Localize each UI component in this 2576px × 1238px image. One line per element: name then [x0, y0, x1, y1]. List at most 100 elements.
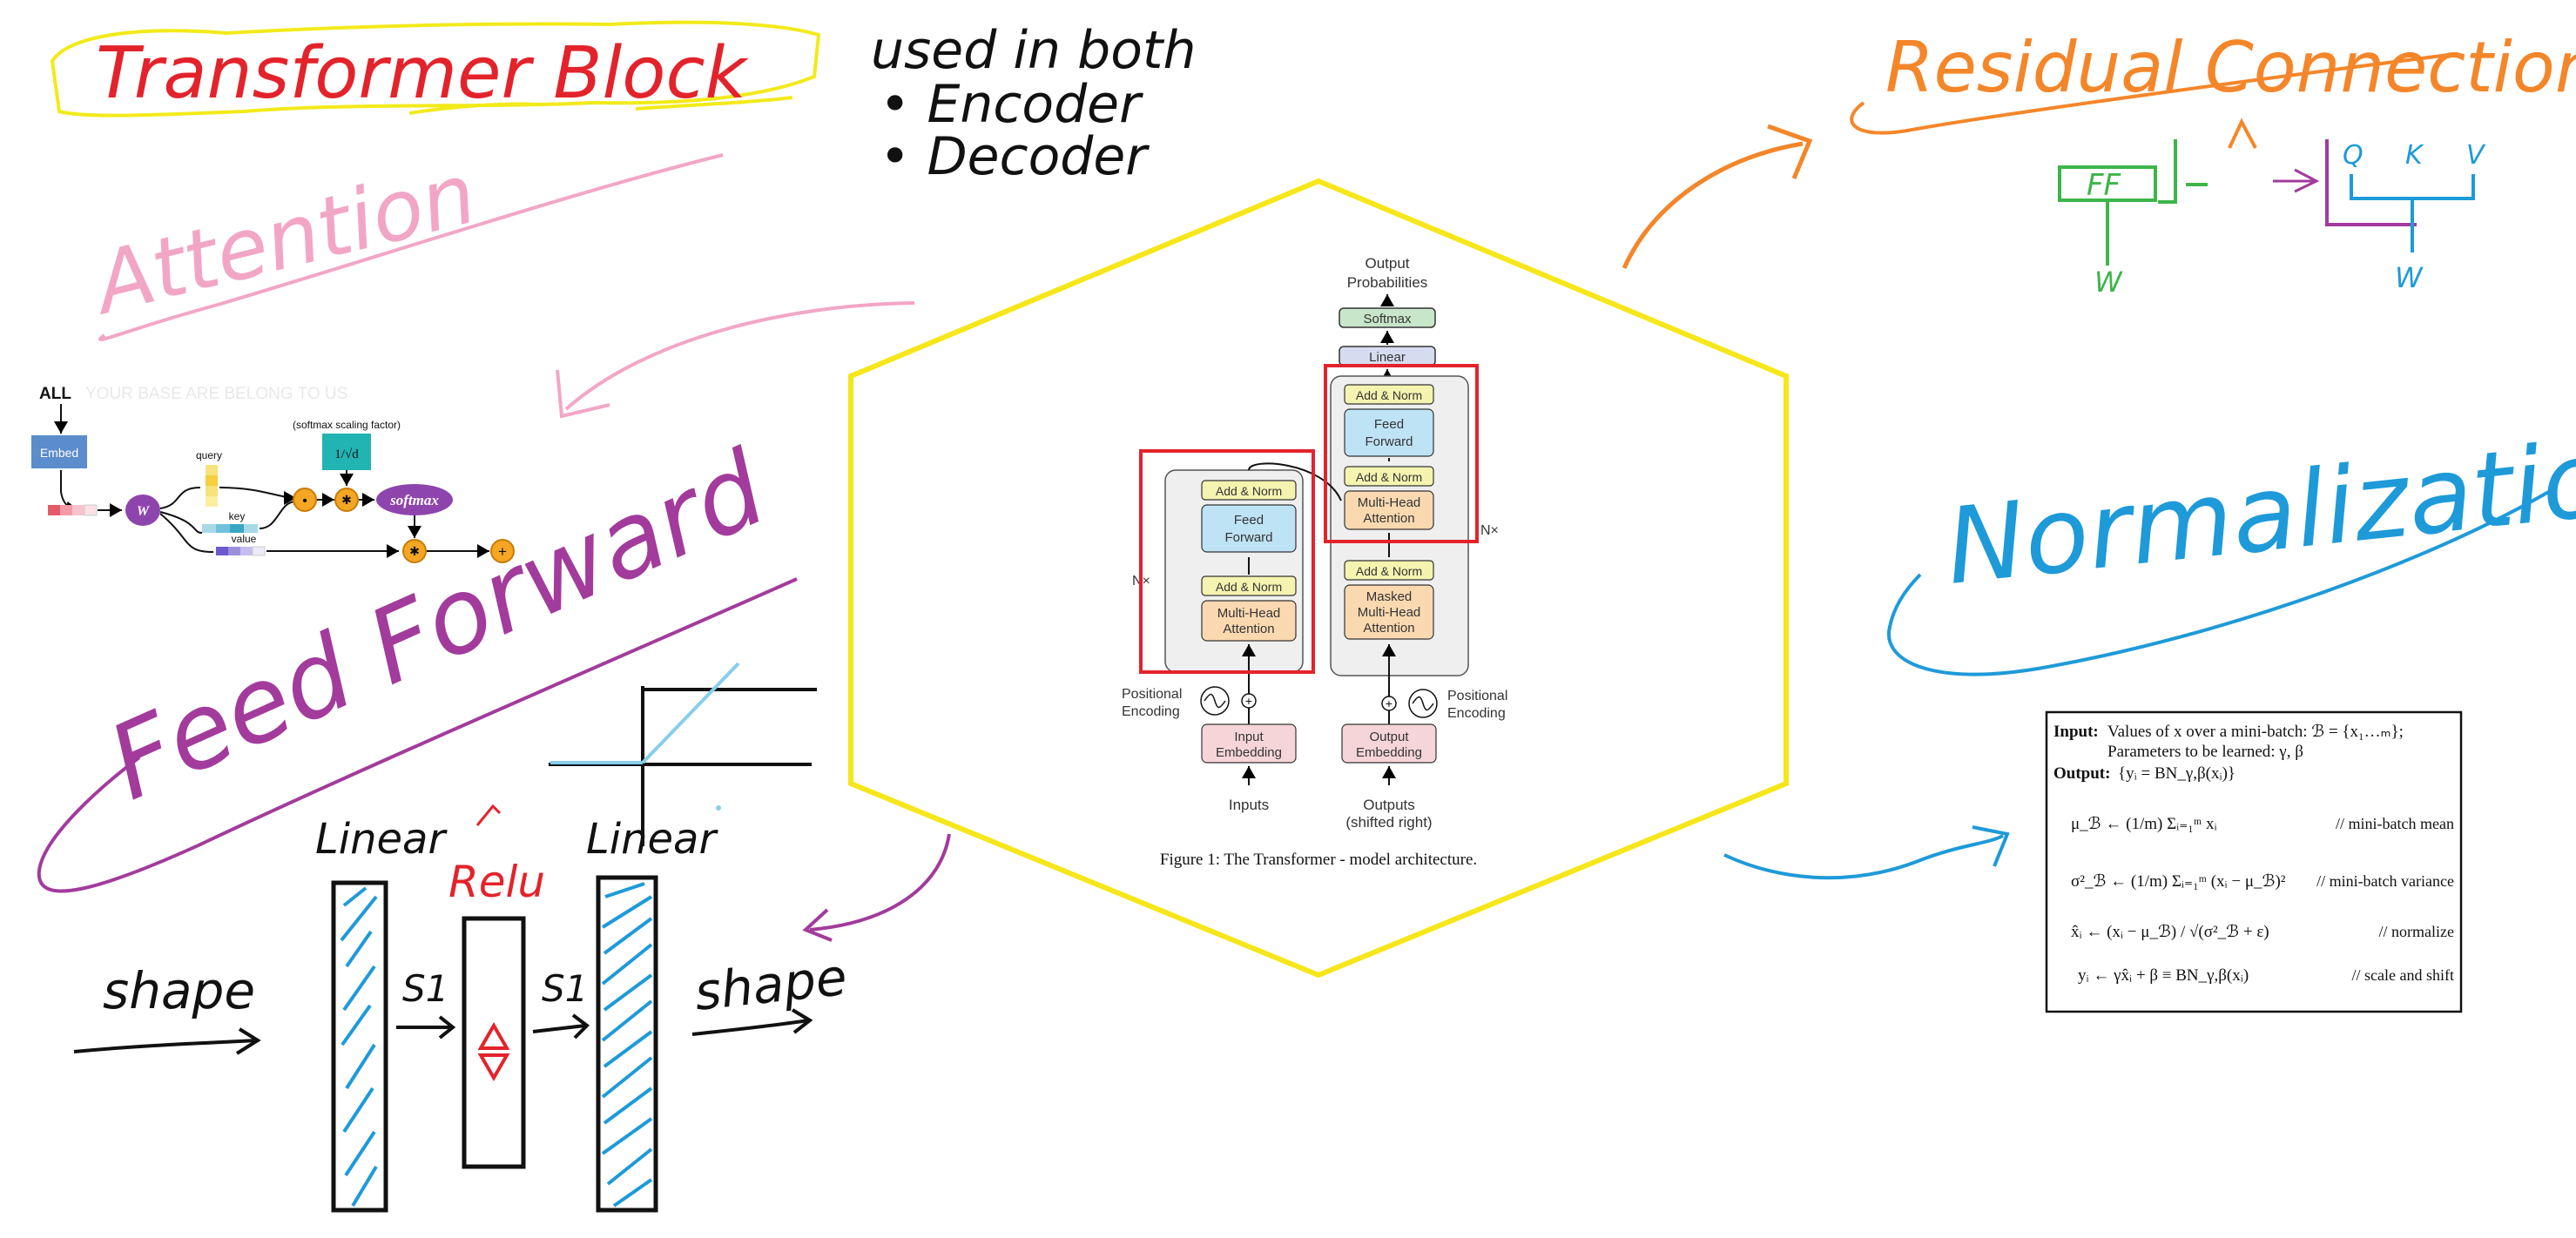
svg-text:Add & Norm: Add & Norm [1356, 564, 1422, 578]
residual-text: Residual Connection [1885, 27, 2576, 108]
encoder-highlight [1139, 449, 1315, 674]
svg-text:// scale and shift: // scale and shift [2352, 966, 2454, 984]
title-highlight [50, 20, 821, 118]
feed-forward-swoosh [37, 577, 798, 893]
svg-text:Inputs: Inputs [1229, 797, 1269, 813]
s1-right-arrow [532, 1024, 586, 1033]
svg-text:Encoding: Encoding [1122, 704, 1180, 719]
shape-right-label: shape [691, 947, 849, 1022]
svg-text:Output: Output [1365, 255, 1409, 272]
svg-text:W: W [2094, 266, 2123, 299]
svg-text:Attention: Attention [1223, 622, 1274, 636]
attention-text: Attention [81, 145, 485, 334]
blue-arrow [1723, 825, 2010, 880]
shape-left-label: shape [103, 961, 255, 1020]
svg-text:Add & Norm: Add & Norm [1216, 580, 1282, 594]
residual-ff-sketch: FF W [2058, 139, 2208, 299]
embed-box [31, 435, 87, 468]
shape-right-arrow [691, 1019, 809, 1036]
decoder-highlight [1324, 364, 1479, 543]
svg-text:Add & Norm: Add & Norm [1356, 388, 1422, 402]
attention-underline [98, 153, 724, 342]
svg-text:// mini-batch mean: // mini-batch mean [2336, 815, 2454, 832]
shape-left-arrow [73, 1039, 258, 1053]
encoder-bullet: • Encoder [880, 74, 1143, 135]
svg-text:Outputs: Outputs [1363, 797, 1415, 813]
svg-text:x̂ᵢ ← (xᵢ − μ_ℬ) / √(σ²_ℬ + ε): x̂ᵢ ← (xᵢ − μ_ℬ) / √(σ²_ℬ + ε) [2071, 923, 2269, 941]
dot-node [293, 488, 317, 512]
svg-text:+: + [1386, 696, 1393, 710]
decoder-bullet: • Decoder [880, 126, 1150, 187]
svg-text:σ²_ℬ ← (1/m) Σᵢ₌₁ᵐ (xᵢ − μ_ℬ)²: σ²_ℬ ← (1/m) Σᵢ₌₁ᵐ (xᵢ − μ_ℬ)² [2071, 872, 2286, 891]
residual-underline [1850, 52, 2457, 135]
svg-text:Embedding: Embedding [1356, 745, 1422, 760]
sqrt-box [322, 434, 371, 470]
svg-text:Multi-Head: Multi-Head [1217, 606, 1281, 621]
title-text: Transformer Block [96, 32, 750, 115]
linear-right-box [596, 875, 658, 1213]
svg-text:Softmax: Softmax [1363, 312, 1412, 326]
svg-text:V: V [2466, 140, 2486, 171]
svg-text:FF: FF [2087, 168, 2121, 203]
s1-left-label: S1 [402, 967, 448, 1010]
pink-arrow [556, 301, 915, 419]
embed-label: Embed [40, 446, 78, 460]
svg-text:(shifted right): (shifted right) [1345, 814, 1432, 831]
svg-text:W: W [2395, 261, 2424, 294]
svg-text:Feed: Feed [1234, 513, 1264, 528]
svg-text:μ_ℬ ← (1/m) Σᵢ₌₁ᵐ xᵢ: μ_ℬ ← (1/m) Σᵢ₌₁ᵐ xᵢ [2071, 815, 2217, 833]
svg-text:softmax: softmax [389, 492, 439, 508]
svg-text:// mini-batch variance: // mini-batch variance [2316, 872, 2454, 890]
svg-text:// normalize: // normalize [2379, 923, 2454, 940]
multiply-node-2 [402, 539, 427, 563]
svg-text:Embedding: Embedding [1216, 745, 1282, 760]
figure-caption: Figure 1: The Transformer - model archit… [1160, 851, 1477, 869]
red-tick [475, 804, 502, 826]
residual-qkv-sketch: Q K V W [2273, 139, 2486, 294]
svg-text:✱: ✱ [341, 493, 352, 507]
yellow-hexagon [848, 178, 1789, 979]
svg-text:Forward: Forward [1224, 530, 1272, 545]
svg-text:Forward: Forward [1365, 434, 1413, 449]
svg-text:Probabilities: Probabilities [1347, 274, 1428, 291]
attention-diagram: ALL YOUR BASE ARE BELONG TO US Embed W q… [31, 385, 515, 563]
svg-text:Positional: Positional [1122, 687, 1182, 702]
svg-text:Attention: Attention [1363, 621, 1414, 636]
key-label: key [229, 510, 246, 522]
svg-text:Multi-Head: Multi-Head [1358, 605, 1421, 620]
used-in-both-text: used in both [871, 20, 1196, 81]
svg-text:✱: ✱ [409, 544, 420, 558]
encoder-stack [1164, 469, 1304, 673]
svg-text:Attention: Attention [1363, 511, 1414, 526]
relu-label: Relu [448, 857, 545, 907]
svg-text:Output: Output [1369, 730, 1409, 744]
normalization-swoosh [1886, 486, 2558, 676]
svg-text:•: • [302, 494, 307, 508]
svg-text:K: K [2405, 140, 2424, 171]
output-embedding-box [1341, 723, 1437, 764]
decoder-nx-label: N× [1480, 523, 1499, 538]
relu-box [462, 916, 526, 1169]
transformer-figure: Output Probabilities Softmax Linear Add … [1122, 255, 1507, 869]
normalization-text: Normalization [1941, 412, 2576, 609]
svg-text:Parameters to be learned: γ, β: Parameters to be learned: γ, β [2107, 743, 2303, 761]
svg-text:Linear: Linear [1369, 350, 1406, 365]
svg-text:Multi-Head: Multi-Head [1358, 495, 1421, 510]
multiply-node-1 [334, 488, 359, 512]
svg-text:Add & Norm: Add & Norm [1216, 484, 1282, 498]
faded-caption: YOUR BASE ARE BELONG TO US [85, 385, 347, 403]
all-label: ALL [39, 385, 71, 403]
svg-text:Q: Q [2343, 140, 2364, 171]
svg-text:Add & Norm: Add & Norm [1356, 470, 1422, 484]
linear-right-label: Linear [586, 815, 718, 864]
query-label: query [196, 449, 222, 461]
scaling-label: (softmax scaling factor) [293, 419, 401, 431]
svg-text:+: + [1245, 694, 1252, 708]
svg-text:Input: Input [1234, 730, 1264, 744]
plus-node [490, 539, 515, 563]
svg-text:Output:: Output: [2053, 764, 2110, 783]
linear-left-label: Linear [315, 815, 448, 864]
svg-text:Encoding: Encoding [1447, 706, 1506, 721]
relu-star-icon [477, 1021, 510, 1082]
